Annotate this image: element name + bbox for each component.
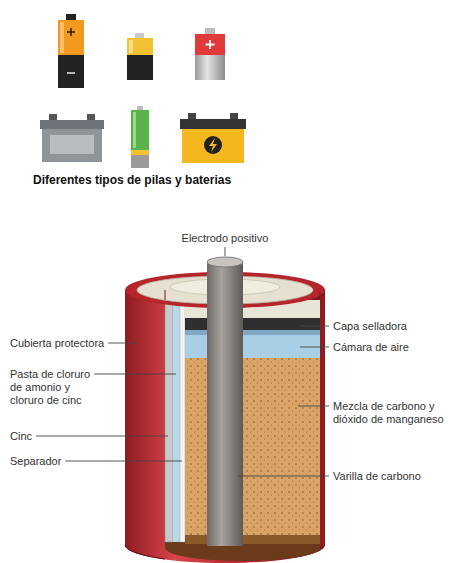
part-label-box: Cámara de aire bbox=[333, 341, 447, 354]
part-label: Cubierta protectora bbox=[10, 337, 104, 349]
leader-line bbox=[300, 347, 329, 348]
lightning-symbol bbox=[209, 138, 217, 152]
battery-body bbox=[195, 55, 225, 80]
leader-line bbox=[94, 374, 176, 375]
battery-body bbox=[58, 55, 84, 88]
leader-line bbox=[300, 326, 329, 327]
part-label: Pasta de cloruro de amonio y cloruro de … bbox=[10, 368, 90, 406]
minus-symbol bbox=[67, 72, 75, 74]
leader-line bbox=[238, 476, 329, 477]
part-label-box: Varilla de carbono bbox=[333, 470, 447, 483]
positive-electrode bbox=[207, 257, 243, 267]
battery-panel bbox=[50, 135, 94, 154]
paste-layer bbox=[173, 300, 180, 542]
carbon-rod bbox=[207, 262, 243, 546]
battery-cutaway bbox=[125, 257, 325, 563]
leader-line bbox=[65, 461, 182, 462]
car-battery-icon bbox=[180, 113, 246, 163]
part-label: Electrodo positivo bbox=[182, 232, 269, 244]
battery-terminal bbox=[135, 33, 144, 38]
sealing-layer bbox=[185, 318, 320, 335]
battery-body bbox=[195, 34, 225, 55]
battery-body bbox=[131, 110, 149, 150]
battery-body bbox=[127, 55, 153, 80]
battery-band bbox=[131, 150, 149, 155]
battery-lid bbox=[40, 120, 104, 129]
caption-box: Diferentes tipos de pilas y baterias bbox=[33, 173, 231, 187]
battery-highlight bbox=[60, 22, 64, 53]
part-label-box: Cinc bbox=[10, 430, 100, 443]
cut-edge bbox=[320, 296, 325, 546]
battery-highlight bbox=[133, 112, 136, 148]
battery-icon bbox=[58, 14, 84, 88]
part-label: Separador bbox=[10, 455, 61, 467]
part-label-box: Capa selladora bbox=[333, 320, 447, 333]
carbon-mix bbox=[185, 358, 320, 535]
battery-body bbox=[42, 129, 102, 162]
battery-terminal bbox=[87, 114, 95, 120]
bottom-edge bbox=[125, 545, 165, 559]
leader-line bbox=[224, 247, 225, 256]
part-label-box: Mezcla de carbono y dióxido de manganeso bbox=[333, 400, 447, 426]
car-battery-icon bbox=[40, 114, 104, 162]
part-label-box: Cubierta protectora bbox=[10, 337, 120, 350]
battery-body bbox=[127, 38, 153, 55]
battery-highlight bbox=[129, 40, 133, 53]
leader-line bbox=[298, 406, 329, 407]
air-chamber bbox=[185, 335, 320, 358]
part-label-box: Separador bbox=[10, 455, 100, 468]
caption-text: Diferentes tipos de pilas y baterias bbox=[33, 173, 231, 187]
zinc-wall bbox=[165, 300, 173, 542]
battery-terminal bbox=[66, 14, 76, 20]
battery-body bbox=[131, 155, 149, 168]
part-label-box: Electrodo positivo bbox=[150, 232, 300, 245]
battery-icon bbox=[127, 33, 153, 80]
battery-body bbox=[182, 129, 244, 163]
lightning-badge bbox=[204, 136, 222, 154]
separator-layer bbox=[180, 300, 185, 542]
battery-terminal bbox=[137, 106, 143, 110]
battery-lid bbox=[180, 119, 246, 129]
battery-terminal bbox=[230, 113, 238, 119]
battery-terminal bbox=[49, 114, 57, 120]
battery-icon bbox=[195, 28, 225, 80]
sealing-layer bbox=[185, 330, 320, 335]
part-label: Cámara de aire bbox=[333, 341, 409, 353]
part-label: Cinc bbox=[10, 430, 32, 442]
battery-body bbox=[58, 20, 84, 55]
battery-icon bbox=[131, 106, 149, 168]
battery-terminal bbox=[205, 28, 215, 34]
part-label: Capa selladora bbox=[333, 320, 407, 332]
plus-symbol bbox=[206, 40, 215, 49]
leader-line bbox=[108, 343, 138, 344]
battery-bottom bbox=[185, 535, 320, 544]
part-label-box: Pasta de cloruro de amonio y cloruro de … bbox=[10, 368, 100, 407]
part-label: Mezcla de carbono y dióxido de manganeso bbox=[333, 400, 444, 425]
part-label: Varilla de carbono bbox=[333, 470, 421, 482]
plus-symbol bbox=[67, 28, 75, 36]
battery-terminal bbox=[188, 113, 196, 119]
leader-line bbox=[36, 436, 168, 437]
